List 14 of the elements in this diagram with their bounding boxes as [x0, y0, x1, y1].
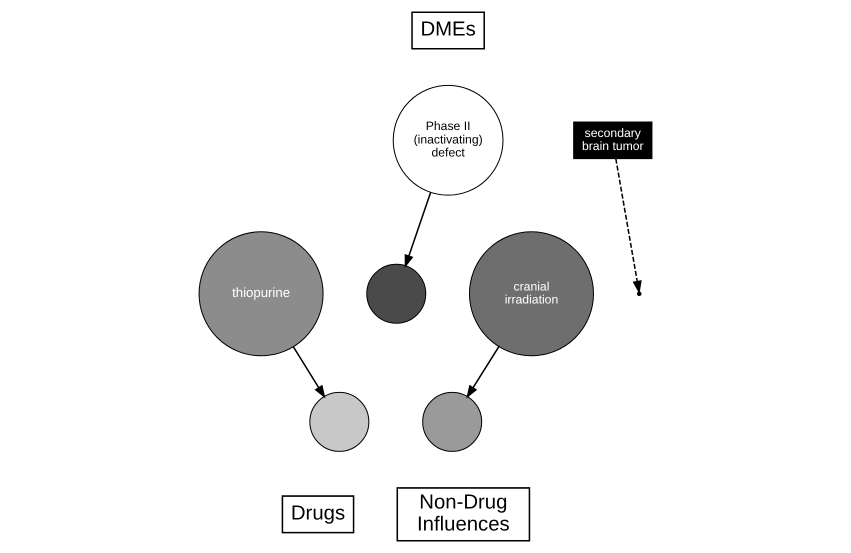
- node-box: DMEs: [411, 11, 485, 50]
- node-box: secondary brain tumor: [573, 121, 652, 160]
- node-circle: [422, 392, 482, 452]
- arrow: [615, 158, 642, 294]
- node-circle: thiopurine: [198, 231, 324, 356]
- arrow: [466, 346, 500, 398]
- node-box: Non-Drug Influences: [396, 487, 530, 542]
- node-circle: Phase II (inactivating) defect: [392, 84, 504, 196]
- arrow: [404, 192, 432, 268]
- node-circle: cranial irradiation: [468, 231, 594, 356]
- node-circle: [309, 392, 370, 452]
- node-box: Drugs: [282, 495, 354, 534]
- node-circle: [366, 264, 426, 324]
- arrow: [292, 346, 326, 398]
